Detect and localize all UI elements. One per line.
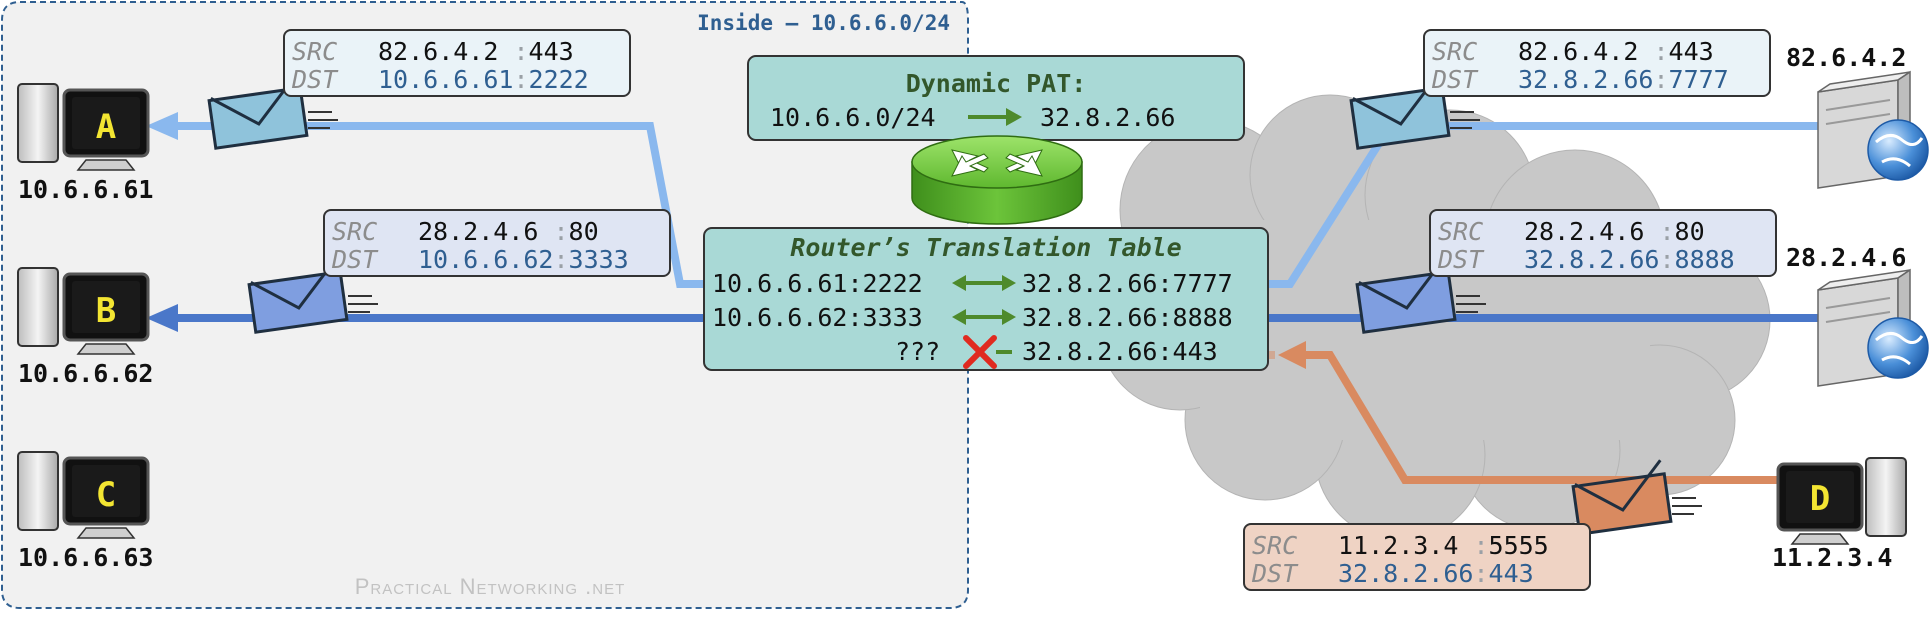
server-1: 82.6.4.2 — [1786, 43, 1929, 189]
dst-label: DST — [291, 65, 339, 94]
server-ip: 28.2.4.6 — [1786, 243, 1906, 272]
table-row-outside: 32.8.2.66:443 — [1022, 337, 1218, 366]
flow-line-d — [1300, 351, 1790, 484]
src-label: SRC — [1438, 217, 1483, 246]
dst-address: 10.6.6.62:3333 — [418, 245, 629, 274]
pat-box: Dynamic PAT: 10.6.6.0/24 32.8.2.66 — [747, 55, 1245, 141]
web-server-icon — [1817, 70, 1929, 189]
inside-zone: Inside – 10.6.6.0/24 Practical Networkin… — [1, 1, 969, 609]
bidirectional-arrow-icon — [952, 309, 1016, 325]
dst-address: 32.8.2.66:7777 — [1518, 65, 1729, 94]
dst-label: DST — [1437, 245, 1485, 274]
host-letter: D — [1810, 479, 1830, 519]
dst-label: DST — [1251, 559, 1299, 588]
watermark: Practical Networking .net — [355, 574, 626, 599]
src-label: SRC — [1432, 37, 1477, 66]
router-icon — [911, 135, 1083, 225]
packet-header-outside-2: SRC DST 28.2.4.6 :80 32.8.2.66:8888 — [1429, 209, 1777, 277]
flow-arrowhead-d — [1278, 341, 1306, 369]
flow-arrowhead-a — [146, 112, 178, 140]
packet-header-outside-d: SRC DST 11.2.3.4 :5555 32.8.2.66:443 — [1243, 523, 1591, 591]
src-label: SRC — [332, 217, 377, 246]
pat-outside: 32.8.2.66 — [1040, 103, 1175, 132]
table-row-inside-unknown: ??? — [895, 337, 940, 366]
computer-icon — [1776, 457, 1907, 545]
host-c: C 10.6.6.63 — [17, 451, 153, 572]
computer-icon — [17, 267, 150, 355]
src-address: 82.6.4.2 :443 — [378, 37, 574, 66]
host-ip: 10.6.6.63 — [18, 543, 153, 572]
src-address: 11.2.3.4 :5555 — [1338, 531, 1549, 560]
bidirectional-arrow-icon — [952, 275, 1016, 291]
computer-icon — [17, 83, 150, 171]
flow-arrowhead-b — [146, 304, 178, 332]
pat-inside: 10.6.6.0/24 — [770, 103, 936, 132]
src-label: SRC — [292, 37, 337, 66]
dst-label: DST — [331, 245, 379, 274]
packet-header-outside-1: SRC DST 82.6.4.2 :443 32.8.2.66:7777 — [1423, 29, 1771, 97]
dst-address: 10.6.6.61:2222 — [378, 65, 589, 94]
table-row-outside: 32.8.2.66:7777 — [1022, 269, 1233, 298]
table-row-outside: 32.8.2.66:8888 — [1022, 303, 1233, 332]
envelope-icon — [247, 257, 378, 334]
host-letter: B — [96, 291, 116, 331]
envelope-icon — [1571, 459, 1702, 536]
dst-label: DST — [1431, 65, 1479, 94]
packet-header-inside-a: SRC DST 82.6.4.2 :443 10.6.6.61:2222 — [283, 29, 631, 97]
host-a: A 10.6.6.61 — [17, 83, 153, 204]
pat-title: Dynamic PAT: — [906, 69, 1087, 98]
host-letter: A — [96, 107, 116, 147]
server-2: 28.2.4.6 — [1786, 243, 1929, 387]
internet-cloud — [1099, 94, 1771, 541]
host-b: B 10.6.6.62 — [17, 267, 153, 388]
src-address: 82.6.4.2 :443 — [1518, 37, 1714, 66]
computer-icon — [17, 451, 150, 539]
packet-header-inside-b: SRC DST 28.2.4.6 :80 10.6.6.62:3333 — [323, 209, 671, 277]
web-server-icon — [1817, 268, 1929, 387]
inside-zone-title: Inside – 10.6.6.0/24 — [697, 11, 950, 35]
server-ip: 82.6.4.2 — [1786, 43, 1906, 72]
translation-table: Router’s Translation Table 10.6.6.61:222… — [703, 227, 1269, 371]
table-row-inside: 10.6.6.62:3333 — [712, 303, 923, 332]
dst-address: 32.8.2.66:443 — [1338, 559, 1534, 588]
dst-address: 32.8.2.66:8888 — [1524, 245, 1735, 274]
src-label: SRC — [1252, 531, 1297, 560]
pat-arrow-icon — [968, 108, 1022, 126]
envelope-icon — [1355, 257, 1486, 334]
host-d: D 11.2.3.4 — [1772, 457, 1907, 572]
translation-table-title: Router’s Translation Table — [790, 233, 1181, 262]
table-row-inside: 10.6.6.61:2222 — [712, 269, 923, 298]
host-ip: 10.6.6.62 — [18, 359, 153, 388]
host-ip: 11.2.3.4 — [1772, 543, 1892, 572]
host-ip: 10.6.6.61 — [18, 175, 153, 204]
reject-x-icon — [963, 335, 1012, 369]
src-address: 28.2.4.6 :80 — [1524, 217, 1705, 246]
src-address: 28.2.4.6 :80 — [418, 217, 599, 246]
host-letter: C — [96, 475, 116, 515]
